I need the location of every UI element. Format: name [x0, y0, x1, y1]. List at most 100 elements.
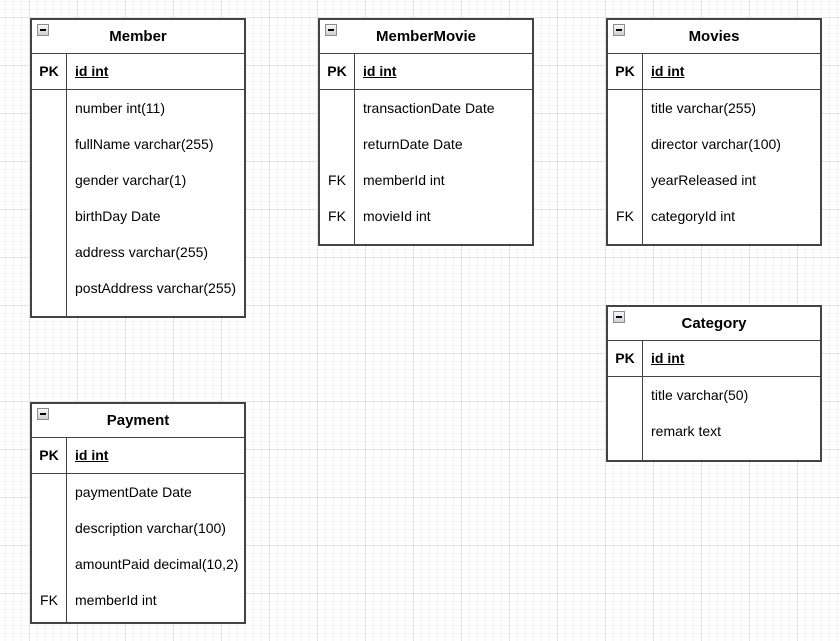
field-row[interactable]: title varchar(50) — [651, 387, 749, 403]
key-cell-empty — [32, 474, 66, 510]
field-row[interactable]: description varchar(100) — [75, 520, 226, 536]
key-cell-empty — [608, 126, 642, 162]
primary-key-row[interactable]: PK id int — [32, 54, 244, 90]
field-column: transactionDate Date returnDate Date membe… — [355, 90, 532, 244]
entity-table[interactable]: Payment PK id int FK paymentDate Date des… — [30, 402, 246, 624]
table-header[interactable]: Payment — [32, 404, 244, 438]
primary-key-row[interactable]: PK id int — [608, 341, 820, 377]
table-header[interactable]: Movies — [608, 20, 820, 54]
entity-table[interactable]: Category PK id int title varchar(50) rema… — [606, 305, 822, 462]
pk-field: id int — [643, 54, 820, 89]
table-body: title varchar(50) remark text — [608, 377, 820, 460]
entity-table[interactable]: Member PK id int number int(11) fullName … — [30, 18, 246, 318]
pk-field-text: id int — [651, 350, 685, 366]
field-column: number int(11) fullName varchar(255) gende… — [67, 90, 244, 316]
entity-table[interactable]: MemberMovie PK id int FK FK transactionDa… — [318, 18, 534, 246]
key-cell-empty — [32, 126, 66, 162]
key-column: FK FK — [320, 90, 355, 244]
key-cell-empty — [608, 413, 642, 449]
fk-label: FK — [328, 172, 346, 188]
collapse-icon[interactable] — [325, 24, 337, 36]
table-title: Movies — [688, 28, 740, 45]
field-row[interactable]: categoryId int — [651, 208, 736, 224]
field-row[interactable]: postAddress varchar(255) — [75, 280, 237, 296]
minus-glyph — [40, 413, 46, 415]
table-title: Payment — [106, 412, 170, 429]
pk-field-text: id int — [75, 63, 109, 79]
collapse-icon[interactable] — [37, 24, 49, 36]
key-cell-empty — [320, 126, 354, 162]
entity-table[interactable]: Movies PK id int FK title varchar(255) di… — [606, 18, 822, 246]
pk-label: PK — [320, 54, 355, 89]
table-header[interactable]: MemberMovie — [320, 20, 532, 54]
field-column: paymentDate Date description varchar(100)… — [67, 474, 244, 622]
key-cell-empty — [32, 162, 66, 198]
fk-label: FK — [616, 208, 634, 224]
key-cell-empty — [608, 90, 642, 126]
minus-glyph — [616, 29, 622, 31]
key-cell-empty — [32, 234, 66, 270]
table-title: Member — [109, 28, 167, 45]
minus-glyph — [40, 29, 46, 31]
table-title: Category — [681, 315, 747, 332]
table-body: number int(11) fullName varchar(255) gende… — [32, 90, 244, 316]
pk-label: PK — [608, 341, 643, 376]
primary-key-row[interactable]: PK id int — [608, 54, 820, 90]
pk-label: PK — [32, 54, 67, 89]
table-title: MemberMovie — [375, 28, 477, 45]
field-column: title varchar(255) director varchar(100) y… — [643, 90, 820, 244]
collapse-icon[interactable] — [613, 311, 625, 323]
field-row[interactable]: paymentDate Date — [75, 484, 192, 500]
key-column: FK — [608, 90, 643, 244]
key-cell-empty — [32, 270, 66, 306]
fk-label: FK — [40, 592, 58, 608]
minus-glyph — [328, 29, 334, 31]
pk-label: PK — [608, 54, 643, 89]
key-column — [608, 377, 643, 460]
table-body: FK FK transactionDate Date returnDate Date… — [320, 90, 532, 244]
field-row[interactable]: birthDay Date — [75, 208, 161, 224]
pk-field: id int — [643, 341, 820, 376]
pk-field-text: id int — [75, 447, 109, 463]
table-header[interactable]: Category — [608, 307, 820, 341]
field-row[interactable]: memberId int — [75, 592, 157, 608]
minus-glyph — [616, 316, 622, 318]
field-row[interactable]: number int(11) — [75, 100, 166, 116]
key-cell-empty — [608, 162, 642, 198]
table-header[interactable]: Member — [32, 20, 244, 54]
pk-field-text: id int — [363, 63, 397, 79]
field-row[interactable]: returnDate Date — [363, 136, 463, 152]
pk-field: id int — [67, 438, 244, 473]
table-body: FK title varchar(255) director varchar(10… — [608, 90, 820, 244]
field-column: title varchar(50) remark text — [643, 377, 820, 460]
table-body: FK paymentDate Date description varchar(1… — [32, 474, 244, 622]
collapse-icon[interactable] — [613, 24, 625, 36]
field-row[interactable]: director varchar(100) — [651, 136, 781, 152]
field-row[interactable]: transactionDate Date — [363, 100, 495, 116]
key-cell-empty — [32, 546, 66, 582]
field-row[interactable]: yearReleased int — [651, 172, 757, 188]
collapse-icon[interactable] — [37, 408, 49, 420]
fk-label: FK — [328, 208, 346, 224]
field-row[interactable]: title varchar(255) — [651, 100, 757, 116]
key-cell-empty — [32, 90, 66, 126]
key-cell-empty — [32, 510, 66, 546]
field-row[interactable]: amountPaid decimal(10,2) — [75, 556, 239, 572]
pk-field-text: id int — [651, 63, 685, 79]
key-cell-empty — [608, 377, 642, 413]
key-column: FK — [32, 474, 67, 622]
field-row[interactable]: fullName varchar(255) — [75, 136, 214, 152]
primary-key-row[interactable]: PK id int — [320, 54, 532, 90]
field-row[interactable]: movieId int — [363, 208, 431, 224]
pk-field: id int — [355, 54, 532, 89]
key-cell-empty — [32, 198, 66, 234]
pk-field: id int — [67, 54, 244, 89]
field-row[interactable]: address varchar(255) — [75, 244, 209, 260]
key-cell-empty — [320, 90, 354, 126]
primary-key-row[interactable]: PK id int — [32, 438, 244, 474]
field-row[interactable]: memberId int — [363, 172, 445, 188]
pk-label: PK — [32, 438, 67, 473]
field-row[interactable]: remark text — [651, 423, 722, 439]
field-row[interactable]: gender varchar(1) — [75, 172, 187, 188]
